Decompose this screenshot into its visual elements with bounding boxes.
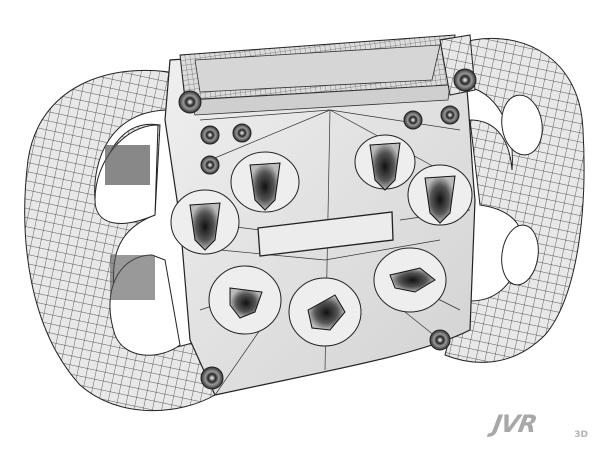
left-grip [24, 69, 216, 412]
rotary-knob[interactable] [354, 134, 416, 191]
push-button[interactable] [200, 125, 220, 145]
push-button[interactable] [453, 68, 477, 92]
push-button[interactable] [178, 90, 202, 114]
center-display-panel [257, 211, 394, 257]
jvr-3d-logo: JVR 3D [490, 410, 588, 440]
push-buttons [178, 68, 477, 390]
push-button[interactable] [429, 329, 451, 351]
push-button[interactable] [403, 110, 423, 130]
push-button[interactable] [200, 155, 220, 175]
rotary-knob[interactable] [288, 277, 362, 347]
top-display-housing [179, 34, 476, 116]
push-button[interactable] [200, 366, 224, 390]
rotary-knob[interactable] [208, 265, 282, 335]
rotary-knob[interactable] [230, 151, 300, 213]
rotary-knob[interactable] [373, 247, 447, 313]
push-button[interactable] [232, 123, 252, 143]
rotary-knob[interactable] [170, 189, 240, 255]
logo-subtext: 3D [574, 430, 588, 440]
right-grip [444, 37, 585, 363]
rotary-knobs [170, 134, 473, 347]
logo-text: JVR [490, 410, 539, 438]
rotary-knob[interactable] [407, 164, 473, 226]
push-button[interactable] [440, 105, 460, 125]
